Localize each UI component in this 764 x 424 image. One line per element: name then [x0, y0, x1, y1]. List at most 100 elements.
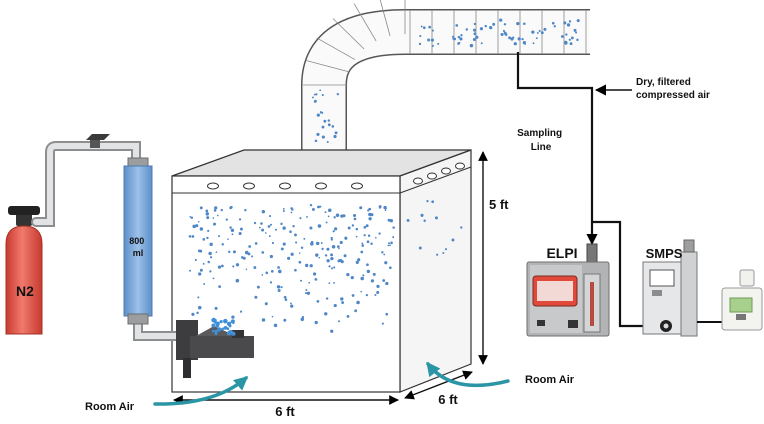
particle	[327, 123, 331, 127]
particle	[188, 235, 192, 238]
particle	[455, 24, 459, 27]
particle	[327, 208, 332, 213]
particle	[442, 251, 445, 255]
particle	[309, 203, 313, 207]
gas-line	[31, 141, 183, 341]
vent-hole	[455, 162, 465, 170]
particle	[231, 315, 235, 319]
particle	[221, 264, 224, 268]
particle	[261, 318, 266, 322]
particle	[331, 244, 336, 249]
particle	[336, 245, 340, 248]
particle	[261, 251, 265, 254]
particle	[376, 290, 380, 295]
particle	[269, 223, 273, 226]
particle	[225, 218, 228, 221]
particle	[368, 207, 372, 211]
particle	[460, 34, 463, 37]
particle	[444, 248, 448, 251]
room-air-right-label: Room Air	[525, 374, 575, 386]
elpi-label: ELPI	[546, 245, 577, 261]
particle	[316, 132, 320, 137]
particle	[576, 19, 580, 23]
smps-label: SMPS	[646, 246, 683, 261]
particle-counter-device	[697, 269, 763, 331]
particle	[378, 206, 381, 209]
particle	[568, 20, 572, 23]
particle	[227, 238, 229, 240]
particle	[238, 231, 242, 236]
sampling-lines	[516, 52, 660, 328]
duct-rib	[353, 3, 377, 42]
particle	[351, 224, 355, 227]
particle	[513, 42, 517, 46]
particle	[318, 256, 320, 259]
particle	[319, 89, 322, 92]
particle	[271, 241, 275, 245]
particle	[389, 266, 392, 270]
particle	[553, 25, 556, 28]
particle	[273, 323, 278, 328]
particle	[294, 268, 297, 272]
particle	[333, 282, 335, 284]
particle	[347, 226, 351, 230]
particle	[325, 221, 328, 224]
particle	[362, 274, 365, 277]
particle	[338, 247, 340, 250]
particle	[290, 207, 293, 210]
particle	[363, 226, 367, 229]
particle	[218, 285, 222, 288]
particle	[503, 23, 507, 26]
particle	[199, 227, 204, 231]
particle	[330, 256, 334, 261]
particle	[381, 322, 384, 325]
particle	[327, 215, 330, 218]
particle	[338, 320, 341, 323]
particle	[341, 301, 345, 304]
particle	[361, 242, 364, 245]
particle	[326, 140, 329, 144]
particle	[321, 135, 325, 139]
particle	[512, 36, 515, 39]
particle	[208, 251, 212, 256]
particle	[356, 300, 360, 305]
n2-label: N2	[16, 283, 34, 299]
particle	[313, 93, 316, 96]
particle	[374, 293, 377, 297]
spray-droplet	[228, 324, 232, 328]
particle	[278, 269, 282, 274]
particle	[198, 272, 202, 276]
duct-rib	[306, 60, 350, 73]
particle	[321, 125, 325, 129]
particle	[353, 214, 357, 218]
particle	[418, 246, 422, 250]
particle	[361, 244, 365, 247]
spray-droplet	[212, 320, 216, 323]
particle	[458, 41, 461, 45]
particle	[205, 212, 210, 216]
vent-hole	[279, 182, 291, 190]
particle	[244, 250, 249, 255]
height-label: 5 ft	[489, 197, 509, 212]
particle	[256, 285, 260, 289]
particle	[306, 215, 308, 218]
particle	[207, 229, 210, 232]
particle	[289, 230, 292, 234]
particle	[500, 32, 504, 37]
particle	[290, 302, 292, 305]
particle	[264, 232, 267, 234]
particle	[532, 42, 535, 45]
particle	[570, 36, 574, 40]
particle	[215, 251, 218, 254]
particle	[370, 279, 375, 283]
particle	[569, 42, 573, 46]
particle	[484, 24, 487, 28]
spray-droplet	[231, 331, 236, 336]
particle	[389, 219, 394, 223]
particle	[331, 125, 335, 128]
particle	[209, 270, 212, 273]
particle	[366, 240, 370, 244]
particle	[242, 256, 246, 260]
particle	[277, 289, 281, 293]
particle	[326, 259, 330, 263]
